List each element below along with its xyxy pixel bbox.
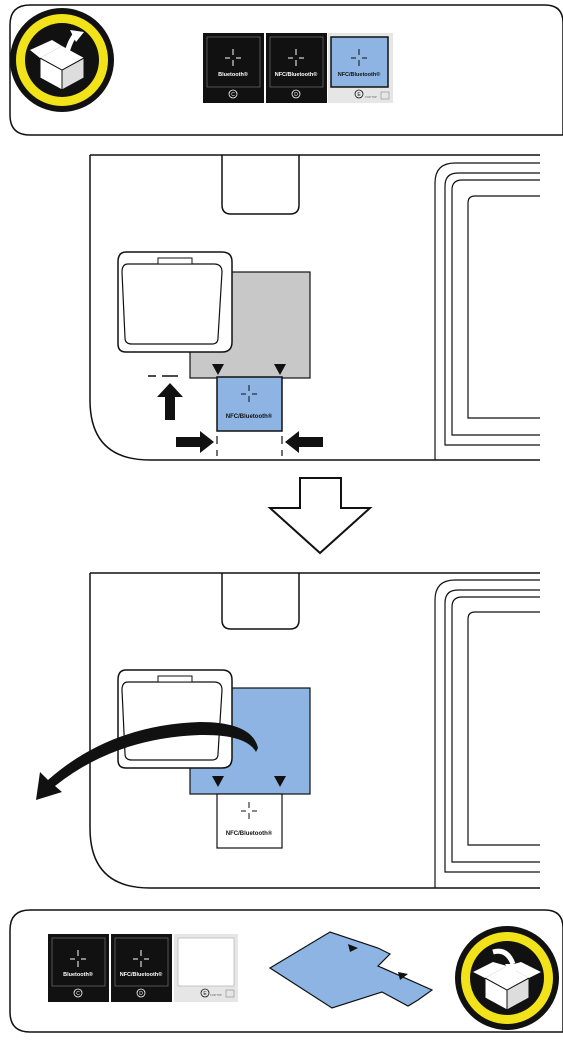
card-e-text: NFC/Bluetooth®	[338, 71, 381, 78]
card-c-letter: C	[231, 92, 235, 98]
up-arrow-icon	[157, 383, 183, 420]
nfc-label-step2-text: NFC/Bluetooth®	[226, 830, 273, 837]
bottom-card-c: Bluetooth® C	[48, 934, 109, 1002]
bottom-card-e: E FOR TOP	[174, 934, 238, 1002]
label-card-e: NFC/Bluetooth® E FOR TOP	[328, 33, 393, 103]
outline-down-arrow-icon	[267, 477, 373, 555]
step-2: NFC/Bluetooth®	[36, 572, 540, 889]
card-e-small-print: FOR TOP	[365, 95, 377, 99]
bottom-card-c-letter: C	[76, 991, 80, 997]
nfc-label-step1-text: NFC/Bluetooth®	[226, 413, 273, 420]
peel-arrow-icon	[36, 722, 258, 800]
bottom-card-d-text: NFC/Bluetooth®	[120, 971, 163, 978]
card-d-letter: D	[294, 92, 298, 98]
card-e-letter: E	[357, 92, 361, 98]
close-box-icon	[455, 926, 559, 1030]
label-card-d: NFC/Bluetooth® D	[266, 33, 327, 103]
open-box-icon	[10, 8, 114, 112]
bottom-card-d: NFC/Bluetooth® D	[111, 934, 172, 1002]
right-arrow-icon	[176, 431, 214, 453]
left-arrow-icon	[285, 431, 323, 453]
bottom-card-d-letter: D	[139, 991, 143, 997]
bottom-card-c-text: Bluetooth®	[63, 971, 93, 978]
card-c-text: Bluetooth®	[218, 71, 248, 78]
card-d-text: NFC/Bluetooth®	[275, 71, 318, 78]
top-panel: Bluetooth® C NFC/Bluetooth® D NFC/Blueto…	[9, 4, 563, 136]
bottom-card-e-small-print: FOR TOP	[210, 993, 222, 997]
bottom-panel: Bluetooth® C NFC/Bluetooth® D E FOR TOP	[9, 909, 563, 1033]
step-1: NFC/Bluetooth®	[89, 154, 540, 461]
label-card-c: Bluetooth® C	[203, 33, 264, 103]
empty-backing-sheet	[268, 931, 434, 1009]
bottom-card-e-letter: E	[203, 991, 207, 997]
